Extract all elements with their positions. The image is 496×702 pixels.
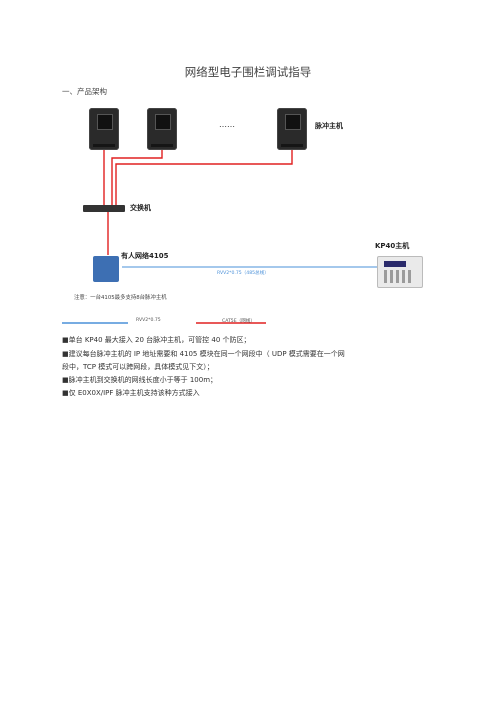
bullet-3: ■脉冲主机到交换机的网线长度小于等于 100m； <box>62 376 218 384</box>
pulse-host-label: 脉冲主机 <box>315 122 343 130</box>
module-4105-device <box>93 256 119 282</box>
section-heading: 一、产品架构 <box>62 87 107 96</box>
ellipsis: …… <box>219 120 235 129</box>
bullet-2-cont: 段中，TCP 模式可以跨网段，具体模式见下文）； <box>62 363 214 371</box>
cable-host3 <box>115 148 293 206</box>
cable-host2 <box>111 148 163 206</box>
pulse-host-device-3 <box>277 108 307 150</box>
pulse-host-device-2 <box>147 108 177 150</box>
kp40-label: KP40主机 <box>375 242 410 250</box>
bullet-2: ■建议每台脉冲主机的 IP 地址需要和 4105 模块在同一个网段中（ UDP … <box>62 350 345 358</box>
module-label: 有人网络4105 <box>121 252 169 260</box>
page-title: 网络型电子围栏调试指导 <box>184 65 312 79</box>
switch-label: 交换机 <box>130 204 151 212</box>
pulse-host-device-1 <box>89 108 119 150</box>
note-text: 注意：一台4105最多支持8台脉冲主机 <box>74 295 167 301</box>
kp40-keypad-device <box>377 256 423 288</box>
bullet-1: ■单台 KP40 最大接入 20 台脉冲主机，可管控 40 个防区； <box>62 336 251 344</box>
legend-blue-text: RVV2*0.75 <box>136 318 161 323</box>
red-cables <box>103 148 293 255</box>
legend-red-text: CAT5E（网线） <box>222 319 255 324</box>
switch-device <box>83 205 125 212</box>
bullet-4: ■仅 E0X0X/IPF 脉冲主机支持该种方式接入 <box>62 389 200 397</box>
bus-label: RVV2*0.75（485总线） <box>217 271 269 276</box>
